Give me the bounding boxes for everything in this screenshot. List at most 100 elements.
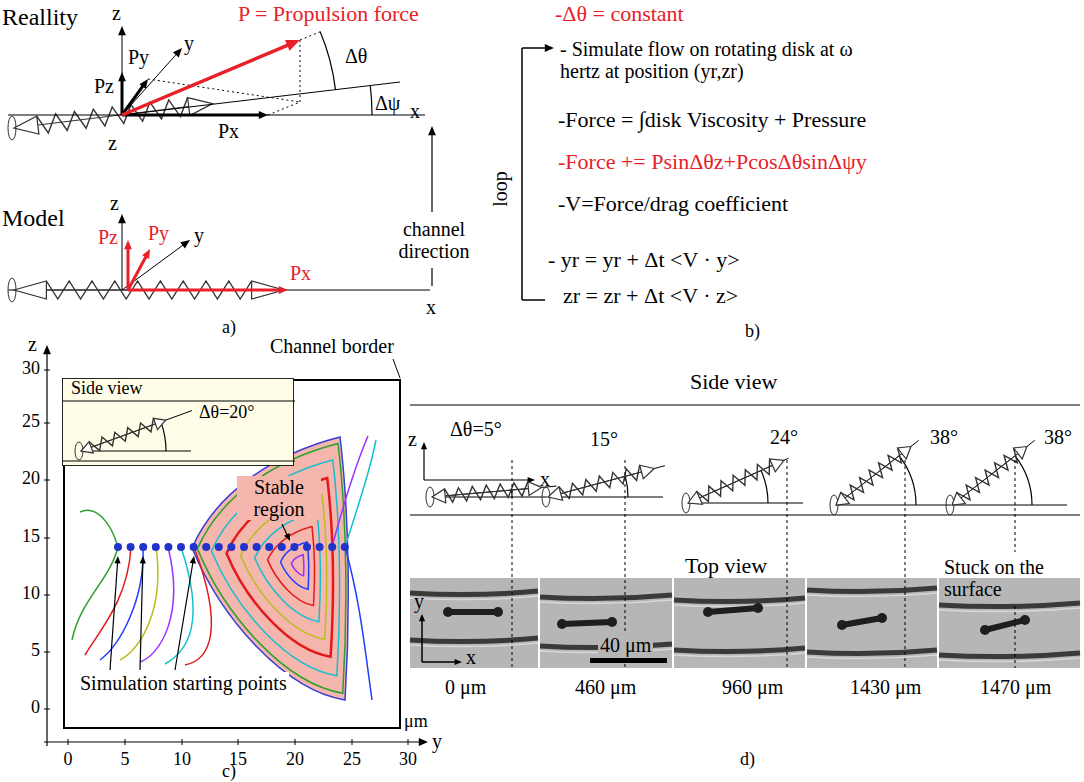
label: Pz [94, 75, 114, 97]
microscope-photo [807, 578, 937, 668]
label: 5 [12, 641, 40, 661]
label: y [184, 32, 194, 54]
label: 5 [110, 750, 140, 770]
arrow-head [142, 249, 150, 259]
arrow-head [545, 44, 554, 52]
robot-photo [448, 609, 498, 615]
label: 15° [590, 428, 618, 450]
leader-arrow [175, 562, 193, 670]
dashed-line [905, 460, 906, 668]
robot-end [443, 607, 453, 617]
label: Stuck on the surface [944, 556, 1079, 600]
label: z [110, 192, 119, 214]
channel-wall [410, 404, 1080, 405]
propulsion-arrow [122, 44, 290, 115]
arrow-head [428, 126, 436, 135]
trajectory [72, 547, 118, 640]
helix-axis [952, 447, 1027, 506]
robot-end [703, 607, 713, 617]
robot-end [753, 603, 763, 613]
label: z [108, 132, 117, 154]
angle-arc [370, 86, 372, 115]
label: Top view [685, 554, 767, 578]
helix-coil [559, 465, 640, 498]
label: x [466, 646, 476, 668]
label: Reallity [2, 4, 78, 30]
helix-coil [89, 418, 153, 450]
label: 460 μm [575, 676, 636, 698]
y-axis [122, 244, 184, 290]
label: z [408, 428, 417, 450]
starting-point [202, 543, 210, 551]
px-arrow [128, 289, 281, 292]
trajectory [345, 547, 372, 700]
arrow-head [419, 614, 425, 621]
tick [44, 538, 50, 539]
label: -Force += PsinΔθz+PcosΔθsinΔψy [558, 150, 867, 174]
starting-point [328, 543, 336, 551]
label: 30 [393, 750, 423, 770]
arrow-head [284, 533, 290, 541]
label: Simulation starting points [78, 672, 289, 694]
label: 20 [12, 469, 40, 489]
dashed-line [787, 460, 788, 668]
label: x [540, 468, 550, 490]
leader-arrow [282, 524, 288, 536]
label: Side view [690, 370, 777, 394]
dashed-line [1015, 460, 1016, 552]
axis-line [836, 440, 919, 505]
label: loop [489, 171, 511, 207]
reference-line [81, 451, 191, 452]
inset-box: Side viewΔθ=20° [62, 378, 294, 466]
wall-edge [807, 655, 937, 659]
tick [125, 739, 126, 745]
label: 25 [12, 412, 40, 432]
label: 0 [12, 698, 40, 718]
channel-wall-photo [807, 588, 937, 592]
axis-line [688, 458, 789, 503]
starting-point [303, 543, 311, 551]
label: x [426, 296, 436, 318]
x-axis [422, 661, 456, 663]
tick [44, 480, 50, 481]
arrow-head [455, 659, 462, 665]
reference-line [688, 503, 803, 504]
angle-label: Δθ=20° [199, 403, 255, 423]
trajectory [100, 547, 143, 660]
scale-bar [590, 658, 667, 663]
arrow-head [285, 40, 300, 51]
label: x [410, 100, 420, 122]
label: P = Propulsion force [238, 2, 419, 26]
dashed-line [512, 460, 513, 668]
label: 20 [280, 750, 310, 770]
arrow-head [118, 214, 126, 223]
label: - yr = yr + Δt <V · y> [548, 248, 740, 272]
label: Stable region [237, 476, 321, 520]
arrow-head [279, 286, 288, 294]
helix-tail [528, 482, 542, 496]
trajectory [332, 436, 368, 547]
microscope-photo [410, 578, 538, 668]
robot-end [607, 617, 617, 627]
label: 38° [1044, 426, 1072, 448]
label: - Simulate flow on rotating disk at ω he… [560, 38, 890, 82]
trajectory-loop [291, 555, 304, 576]
trajectory-loop [255, 511, 321, 621]
reference-line [548, 497, 663, 498]
label: -Force = ∫disk Viscosity + Pressure [558, 108, 866, 132]
stable-region [192, 437, 348, 700]
trajectory [120, 547, 158, 660]
label: 960 μm [722, 676, 783, 698]
tick [44, 709, 50, 710]
robot-end [1020, 615, 1030, 625]
py-arrow [128, 255, 147, 290]
starting-point [278, 543, 286, 551]
label: Channel border [270, 335, 394, 357]
helix-coil [957, 448, 1018, 500]
x-axis [8, 114, 425, 115]
loop-bracket [521, 48, 523, 300]
starting-point [290, 543, 298, 551]
channel-wall-photo [674, 598, 805, 602]
robot-end [557, 619, 567, 629]
